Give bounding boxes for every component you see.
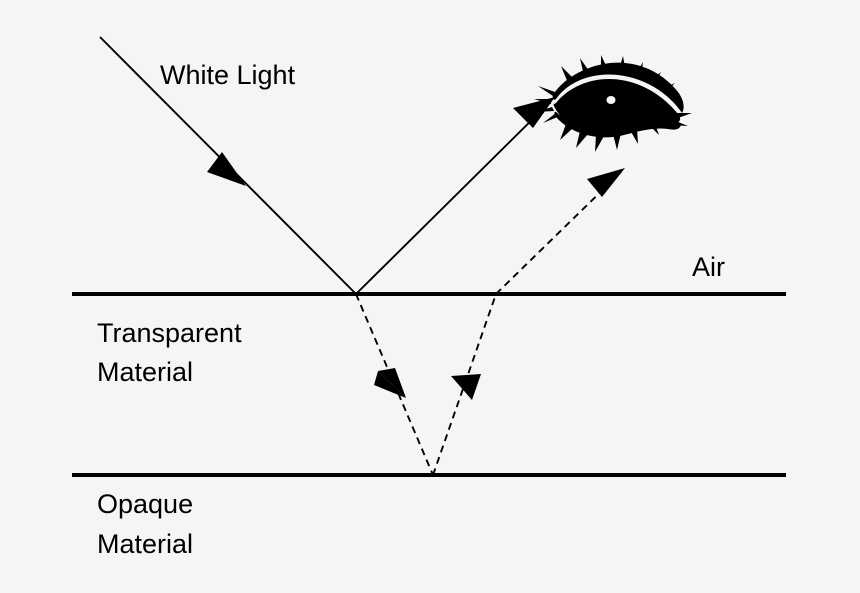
white-light-label: White Light — [160, 60, 296, 90]
eye-icon — [534, 55, 692, 152]
reflected-ray-line — [355, 100, 552, 295]
refracted-ray-up-arrowhead-icon — [451, 374, 481, 400]
emergent-ray-arrowhead-icon — [587, 168, 625, 197]
refracted-ray-down-arrowhead-icon — [378, 368, 406, 398]
refracted-ray-down-arrowhead-tail-icon — [374, 371, 406, 398]
reflected-ray-arrowhead-icon — [513, 97, 555, 128]
opaque-material-label-line2: Material — [97, 529, 193, 559]
refracted-ray-up-line — [432, 293, 497, 476]
transparent-material-label-line2: Material — [97, 357, 193, 387]
opaque-material-label-line1: Opaque — [97, 489, 193, 519]
air-label: Air — [692, 252, 725, 282]
transparent-material-label-line1: Transparent — [97, 318, 242, 348]
incident-ray-arrowhead-icon — [207, 152, 246, 186]
